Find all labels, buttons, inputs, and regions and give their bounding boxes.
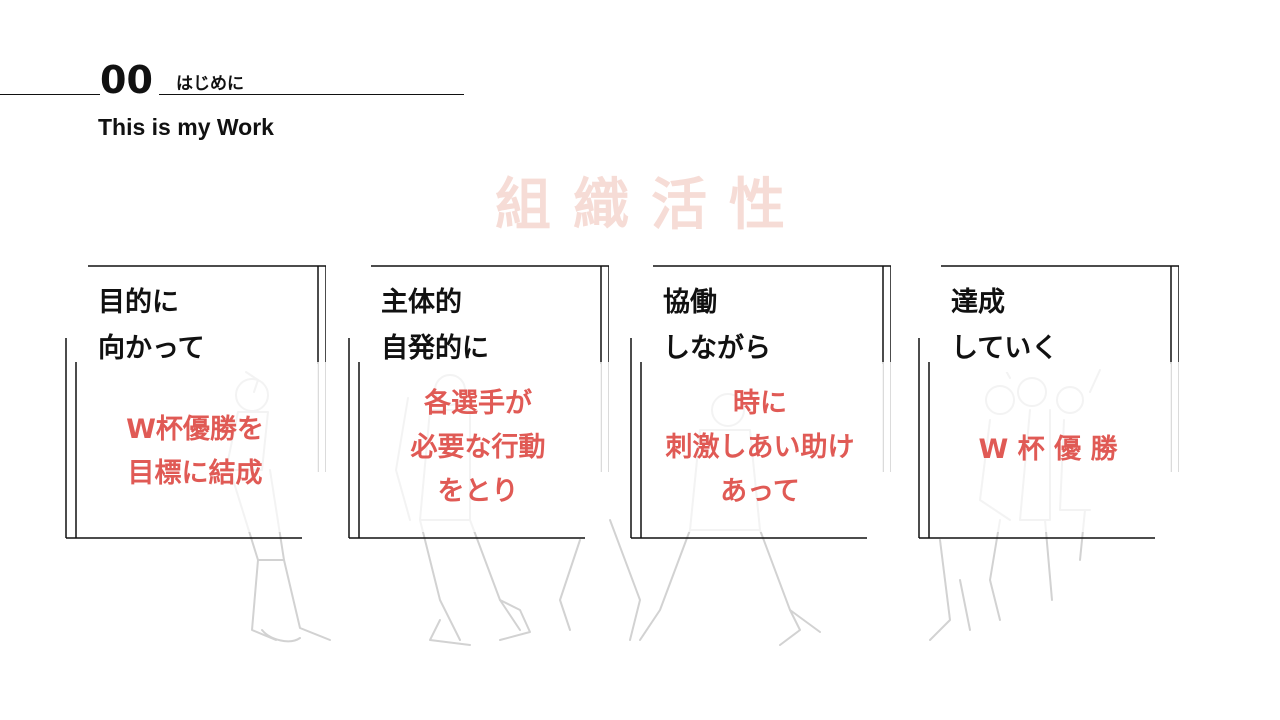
watermark-title: 組織活性 — [495, 173, 807, 238]
card-message: 時に 刺激しあい助け あって — [635, 382, 885, 514]
card-heading-line: 協働 — [663, 287, 717, 318]
card-message-line: 必要な行動 — [410, 432, 546, 463]
header-underline — [0, 94, 464, 95]
card-message-line: W 杯 優 勝 — [978, 434, 1118, 465]
card-frame — [630, 265, 891, 539]
card-heading: 目的に 向かって — [98, 280, 213, 372]
card-overlay — [643, 364, 883, 532]
card-heading: 協働 しながら — [663, 280, 779, 372]
card-heading: 達成 していく — [951, 280, 1067, 372]
card-initiative: 主体的 自発的に 各選手が 必要な行動 をとり — [347, 262, 609, 542]
card-overlay — [78, 364, 318, 532]
card-purpose: 目的に 向かって W杯優勝を 目標に結成 — [64, 262, 326, 542]
card-achievement: 達成 していく W 杯 優 勝 — [917, 262, 1179, 542]
section-subtitle: This is my Work — [98, 114, 274, 140]
card-message-line: 各選手が — [424, 388, 532, 419]
card-collaboration: 協働 しながら 時に 刺激しあい助け あって — [629, 262, 891, 542]
section-number: 00 — [100, 58, 159, 102]
card-message-line: 目標に結成 — [127, 458, 263, 489]
card-message: W 杯 優 勝 — [923, 428, 1173, 472]
card-heading-line: 自発的に — [381, 333, 489, 364]
section-label: はじめに — [176, 74, 248, 94]
card-message-line: あって — [720, 476, 800, 507]
card-frame — [348, 265, 609, 539]
card-message-line: 刺激しあい助け — [665, 432, 855, 463]
card-overlay — [361, 364, 601, 532]
card-frame — [65, 265, 326, 539]
card-heading: 主体的 自発的に — [381, 280, 497, 372]
card-message-line: W杯優勝を — [126, 414, 264, 445]
card-overlay — [931, 364, 1171, 532]
card-message: 各選手が 必要な行動 をとり — [353, 382, 603, 514]
card-message-line: 時に — [733, 388, 787, 419]
card-message-line: をとり — [437, 476, 519, 507]
card-frame — [918, 265, 1179, 539]
card-heading-line: しながら — [663, 333, 771, 364]
card-heading-line: 向かって — [98, 333, 205, 364]
card-heading-line: していく — [951, 333, 1059, 364]
card-heading-line: 目的に — [98, 287, 179, 318]
card-message: W杯優勝を 目標に結成 — [70, 408, 320, 496]
card-heading-line: 主体的 — [381, 287, 462, 318]
card-heading-line: 達成 — [951, 287, 1005, 318]
